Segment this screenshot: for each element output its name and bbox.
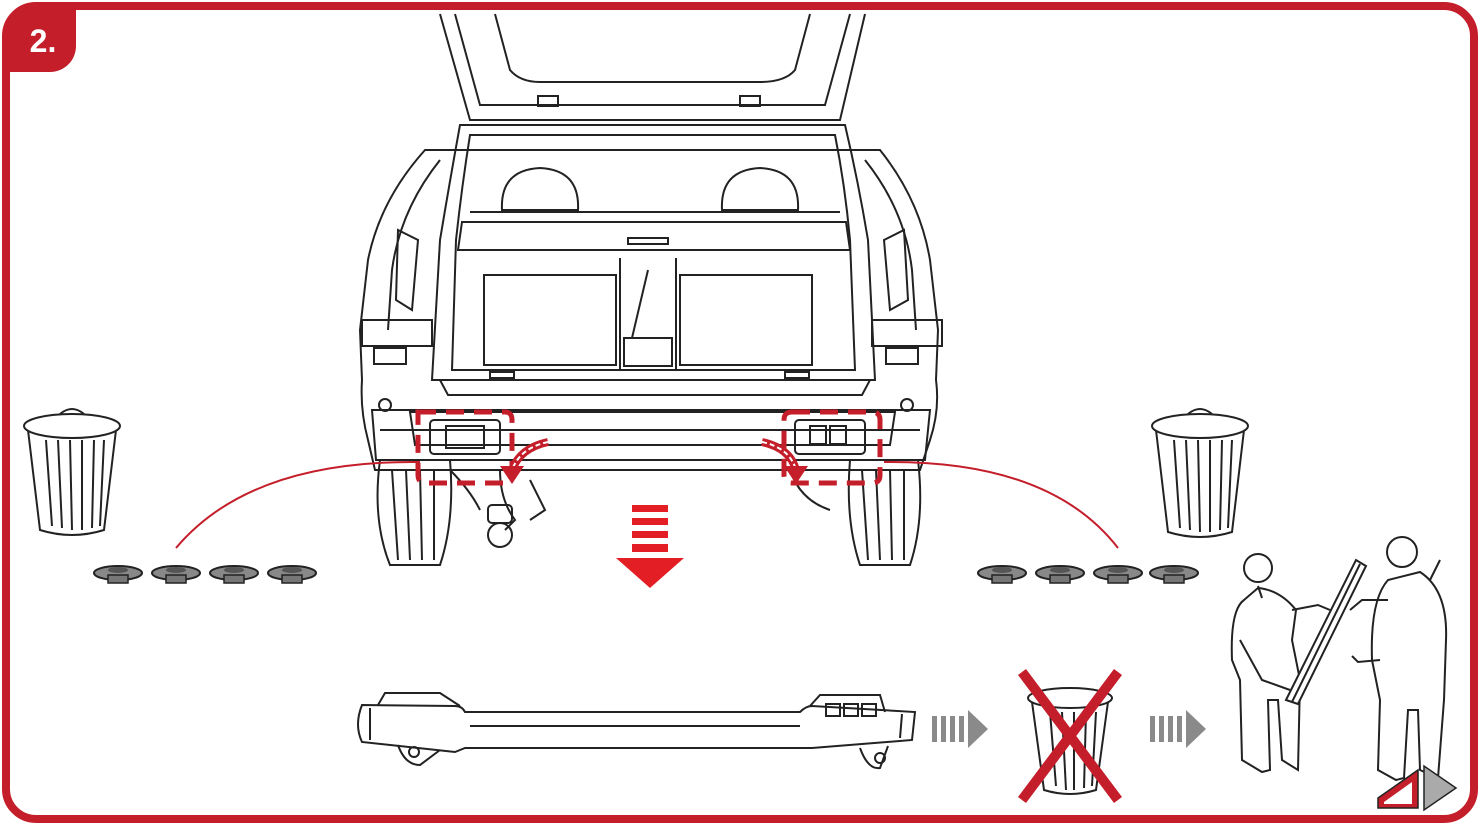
trash-bin-right-icon <box>1151 408 1249 538</box>
rotate-arrow-left-icon <box>500 438 549 484</box>
path-to-right-bin <box>883 460 1119 549</box>
car-rear-open-tailgate-icon <box>358 13 943 566</box>
washer-icon <box>151 565 201 584</box>
highlight-right-mount <box>781 409 883 486</box>
rotate-arrow-right-icon <box>761 438 808 484</box>
arrow-down-icon <box>616 505 684 588</box>
two-workers-carrying-bar-icon <box>1230 536 1448 782</box>
washer-icon <box>93 565 143 584</box>
washer-icon <box>1149 565 1199 584</box>
washers-right <box>977 565 1199 584</box>
removed-bumper-beam-icon <box>357 692 917 770</box>
washer-icon <box>209 565 259 584</box>
arrow-right-icon-2 <box>1150 710 1206 748</box>
washer-icon <box>267 565 317 584</box>
trash-bin-left-icon <box>23 408 121 536</box>
highlight-left-mount <box>415 409 515 486</box>
crossed-out-trash-bin-icon <box>1018 669 1122 803</box>
washers-left <box>93 565 317 584</box>
washer-icon <box>977 565 1027 584</box>
step-number-badge: 2. <box>10 10 76 72</box>
washer-icon <box>1093 565 1143 584</box>
path-to-left-bin <box>175 460 421 549</box>
washer-icon <box>1035 565 1085 584</box>
previous-step-icon[interactable] <box>1377 768 1419 809</box>
next-step-icon[interactable] <box>1423 764 1458 812</box>
arrow-right-icon-1 <box>932 710 988 748</box>
